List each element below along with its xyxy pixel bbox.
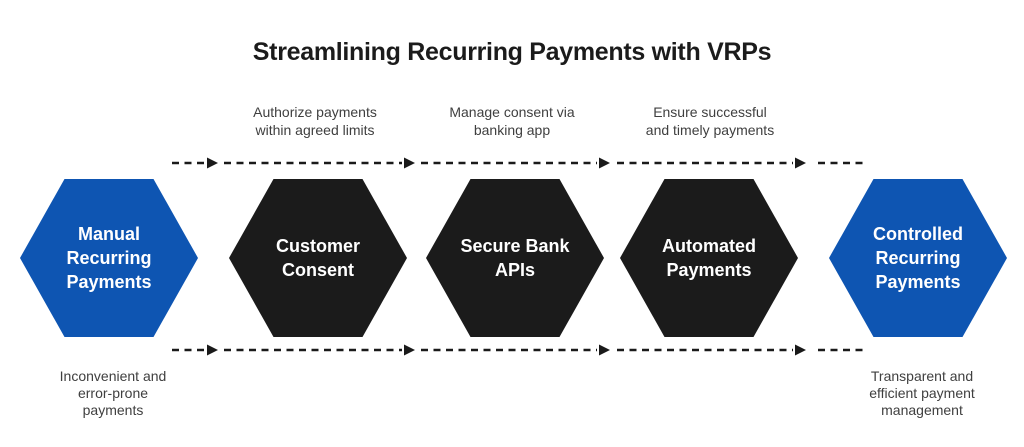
stage-label: Customer Consent (275, 236, 360, 280)
stage-label: Automated Payments (662, 236, 756, 280)
caption-ensure-payments: Ensure successful and timely payments (645, 104, 775, 138)
dashed-arrow-line-top (170, 156, 865, 170)
stage-label: Secure Bank APIs (460, 236, 570, 280)
stage-automated-payments: Automated Payments (620, 179, 798, 337)
stage-label: Controlled Recurring Payments (873, 224, 963, 292)
stage-controlled-recurring-payments: Controlled Recurring Payments (829, 179, 1007, 337)
diagram-title: Streamlining Recurring Payments with VRP… (252, 38, 772, 66)
caption-transparent-management: Transparent and efficient payment manage… (869, 368, 975, 418)
caption-manage-consent: Manage consent via banking app (449, 104, 575, 138)
dashed-arrow-line-bottom (170, 343, 865, 357)
caption-inconvenient-payments: Inconvenient and error-prone payments (59, 368, 167, 418)
stage-label: Manual Recurring Payments (66, 224, 152, 292)
caption-authorize-payments: Authorize payments within agreed limits (253, 104, 377, 138)
